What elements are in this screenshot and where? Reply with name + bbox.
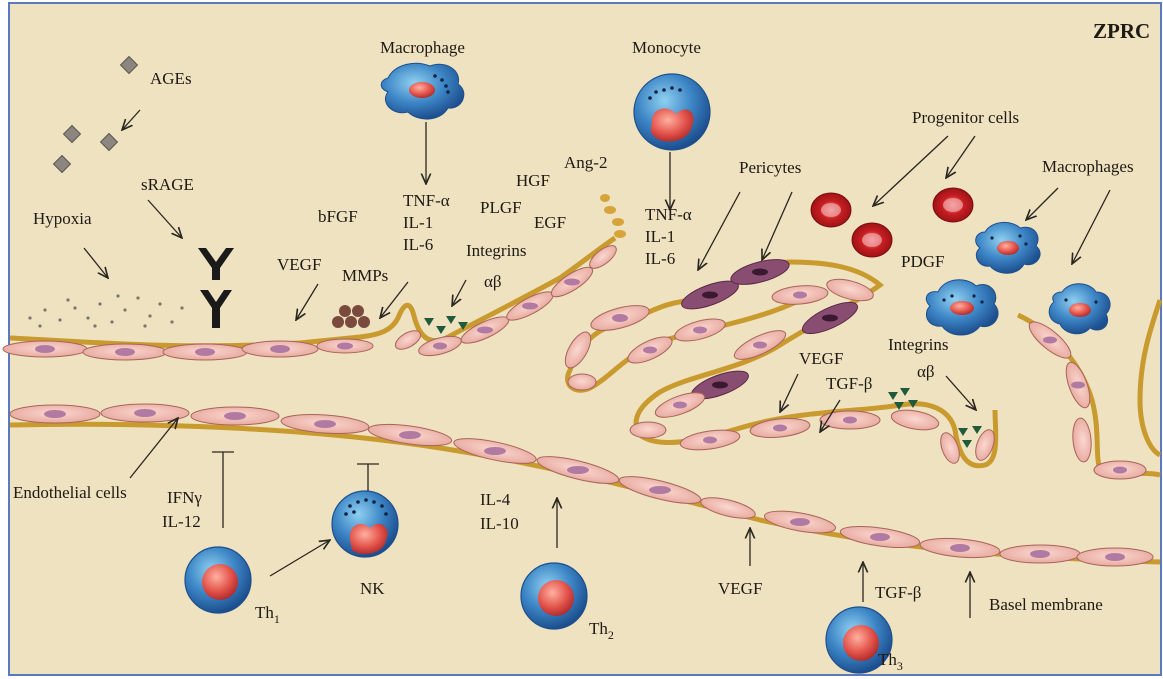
label-ang2: Ang-2 — [564, 153, 607, 172]
corner-text: ZPRC — [1093, 19, 1150, 43]
label-basel: Basel membrane — [989, 595, 1103, 614]
monocyte-cell — [634, 74, 710, 150]
th2-cell — [521, 563, 587, 629]
label-hypoxia: Hypoxia — [33, 209, 92, 228]
label-pericytes: Pericytes — [739, 158, 801, 177]
label-ages: AGEs — [150, 69, 192, 88]
label-il1-1: IL-1 — [403, 213, 433, 232]
label-ab-1: αβ — [484, 272, 502, 291]
label-mmps: MMPs — [342, 266, 388, 285]
label-tnf-2: TNF-α — [645, 205, 692, 224]
label-hgf: HGF — [516, 171, 550, 190]
label-plgf: PLGF — [480, 198, 522, 217]
label-il12: IL-12 — [162, 512, 201, 531]
label-il6-1: IL-6 — [403, 235, 433, 254]
label-pdgf: PDGF — [901, 252, 944, 271]
label-tgfb-bottom: TGF-β — [875, 583, 921, 602]
label-vegf-top: VEGF — [277, 255, 321, 274]
label-ab-2: αβ — [917, 362, 935, 381]
label-macrophage: Macrophage — [380, 38, 465, 57]
label-macrophages: Macrophages — [1042, 157, 1134, 176]
label-il1-2: IL-1 — [645, 227, 675, 246]
label-nk: NK — [360, 579, 385, 598]
label-ifng: IFNγ — [167, 488, 202, 507]
label-endothelial: Endothelial cells — [13, 483, 127, 502]
label-tgfb-mid: TGF-β — [826, 374, 872, 393]
label-srage: sRAGE — [141, 175, 194, 194]
label-il6-2: IL-6 — [645, 249, 675, 268]
label-il4: IL-4 — [480, 490, 511, 509]
label-tnf-1: TNF-α — [403, 191, 450, 210]
label-vegf-bottom: VEGF — [718, 579, 762, 598]
label-integrins-1: Integrins — [466, 241, 526, 260]
label-monocyte: Monocyte — [632, 38, 701, 57]
label-bfgf: bFGF — [318, 207, 358, 226]
th1-cell — [185, 547, 251, 613]
label-egf: EGF — [534, 213, 566, 232]
label-progenitor: Progenitor cells — [912, 108, 1019, 127]
label-integrins-2: Integrins — [888, 335, 948, 354]
label-vegf-mid: VEGF — [799, 349, 843, 368]
nk-cell — [332, 491, 398, 557]
label-il10: IL-10 — [480, 514, 519, 533]
